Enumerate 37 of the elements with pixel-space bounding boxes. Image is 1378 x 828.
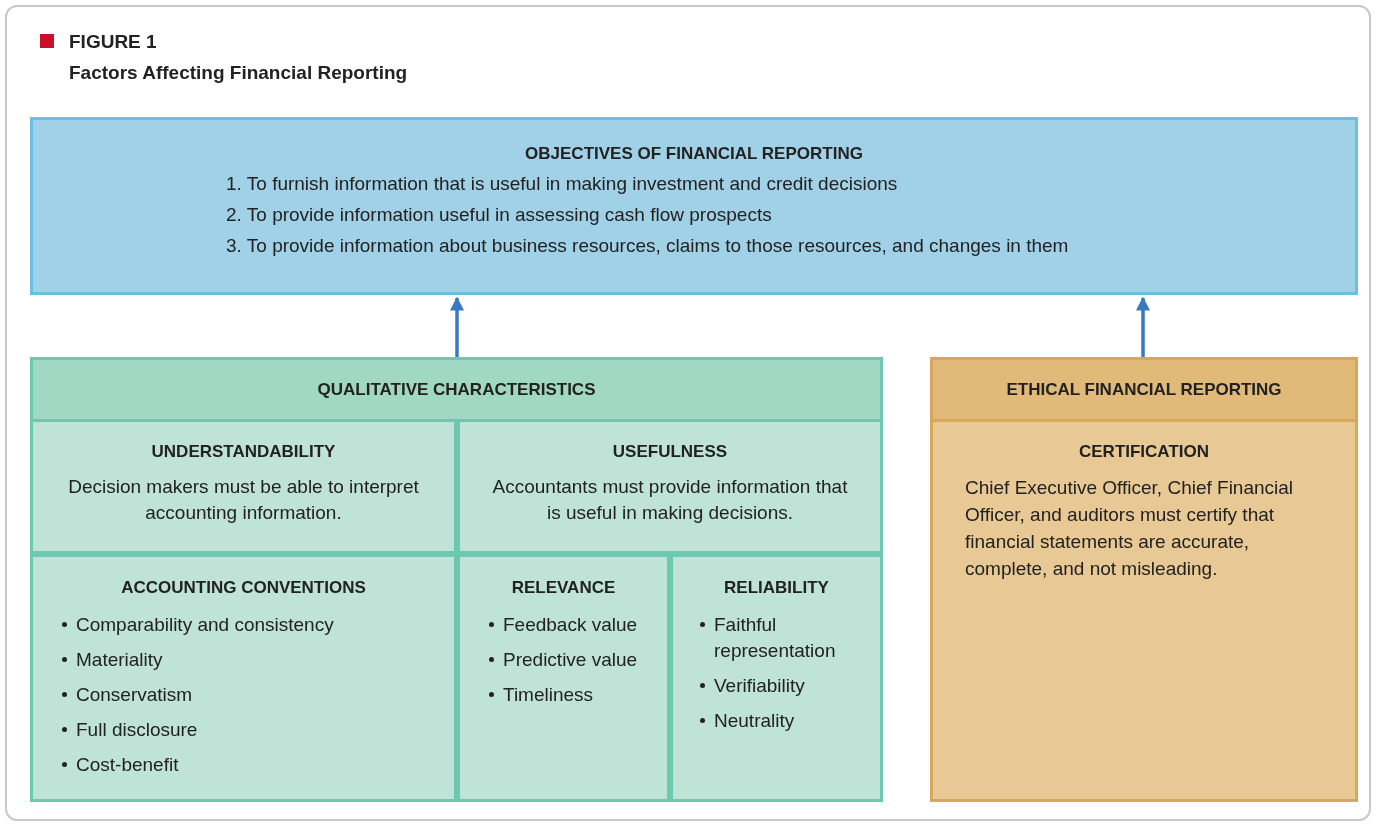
arrow xyxy=(450,296,464,357)
characteristic-cell xyxy=(457,419,883,554)
section-heading: QUALITATIVE CHARACTERISTICS xyxy=(317,379,596,400)
bullet-item: Feedback value xyxy=(503,613,638,637)
objective-item: 3. To provide information about business resources, claims to those resources, and changes in them xyxy=(226,235,1069,257)
characteristic-cell xyxy=(30,419,457,554)
figure-title: Factors Affecting Financial Reporting xyxy=(69,62,408,84)
arrow xyxy=(1136,296,1150,357)
bullet-item: Neutrality xyxy=(714,709,795,733)
cell-heading: UNDERSTANDABILITY xyxy=(150,442,337,462)
description-text: Chief Executive Officer, Chief Financial Officer, and auditors must certify that financial statements are accurate, complete, and not misleading. xyxy=(965,476,1295,581)
bullet-item: Cost-benefit xyxy=(76,753,179,777)
bullet-item: Conservatism xyxy=(76,683,193,707)
bullet-item: Full disclosure xyxy=(76,718,198,742)
cell-heading: CERTIFICATION xyxy=(1078,442,1210,462)
cell-heading: USEFULNESS xyxy=(611,442,729,462)
cell-heading: RELIABILITY xyxy=(723,578,830,598)
convention-cell xyxy=(30,554,457,802)
characteristics-panel xyxy=(30,357,883,802)
relevance-cell xyxy=(457,554,670,802)
cell-heading: ACCOUNTING CONVENTIONS xyxy=(120,578,367,598)
bullet-item: Timeliness xyxy=(503,683,594,707)
bullet-item: Comparability and consistency xyxy=(76,613,334,637)
bullet-item: Faithful representation xyxy=(714,613,837,663)
objectives-panel xyxy=(30,117,1358,295)
reliability-cell xyxy=(670,554,883,802)
cell-heading: RELEVANCE xyxy=(510,578,617,598)
objective-item: 1. To furnish information that is useful in making investment and credit decisions xyxy=(226,173,898,195)
objective-item: 2. To provide information useful in assessing cash flow prospects xyxy=(226,204,772,226)
bullet-item: Materiality xyxy=(76,648,163,672)
section-heading: OBJECTIVES OF FINANCIAL REPORTING xyxy=(524,144,864,164)
description-text: Decision makers must be able to interpret accounting information. xyxy=(67,475,420,525)
description-text: Accountants must provide information that is useful in making decisions. xyxy=(491,475,849,525)
bullet-item: Verifiability xyxy=(714,674,805,698)
bullet-item: Predictive value xyxy=(503,648,638,672)
section-heading: ETHICAL FINANCIAL REPORTING xyxy=(1006,379,1282,400)
figure-number: FIGURE 1 xyxy=(69,31,157,53)
